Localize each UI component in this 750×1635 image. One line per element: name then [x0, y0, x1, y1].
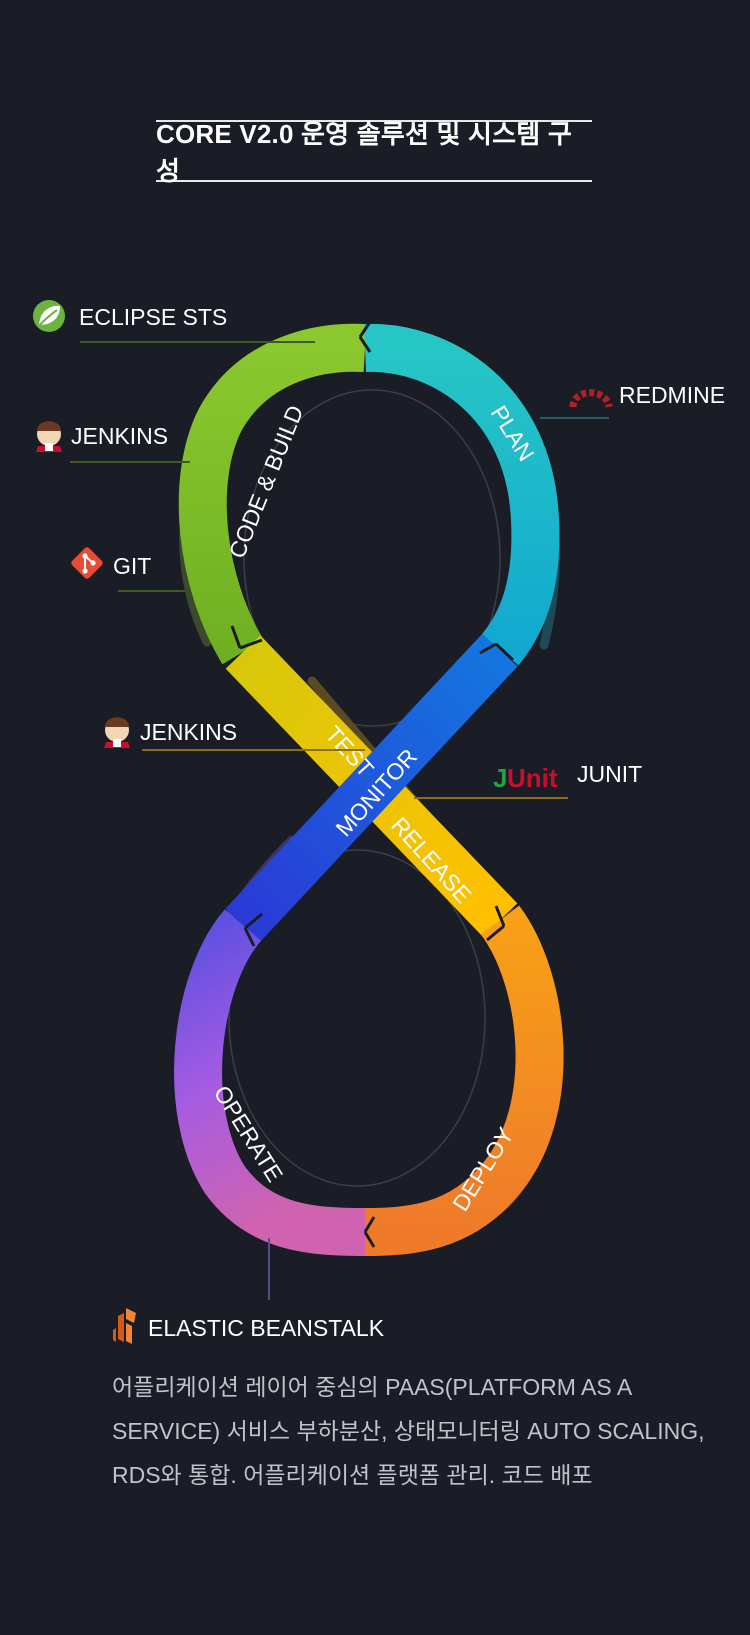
tool-label-jenkins-test: JENKINS — [140, 719, 237, 745]
tool-label-jenkins-top: JENKINS — [71, 423, 168, 449]
joint-plan-monitor — [479, 642, 515, 662]
beanstalk-description: 어플리케이션 레이어 중심의 PAAS(PLATFORM AS A SERVIC… — [112, 1374, 705, 1488]
junit-logo: J Unit — [493, 763, 558, 793]
tool-label-redmine: REDMINE — [619, 382, 725, 408]
joint-release-deploy — [486, 905, 506, 942]
page-title: CORE V2.0 운영 솔루션 및 시스템 구성 — [156, 119, 572, 186]
jenkins-icon — [104, 717, 130, 748]
joint-monitor-operate — [243, 912, 263, 947]
deploy-segment — [364, 905, 564, 1256]
plan-segment — [364, 323, 560, 666]
inner-guide-bottom — [228, 849, 486, 1187]
aws-beanstalk-icon — [113, 1308, 136, 1344]
inner-guide-top — [243, 389, 501, 727]
joint-code-test — [230, 625, 263, 650]
tool-label-git: GIT — [113, 553, 151, 579]
redmine-icon — [569, 389, 613, 408]
operate-segment — [174, 909, 366, 1256]
monitor-segment — [225, 633, 518, 942]
jenkins-icon — [36, 421, 62, 452]
code-build-segment — [178, 323, 367, 665]
svg-text:Unit: Unit — [507, 763, 558, 793]
joint-code-plan — [358, 321, 372, 353]
git-icon — [71, 547, 103, 579]
tool-label-junit: JUNIT — [577, 761, 642, 787]
joint-operate-deploy — [363, 1216, 376, 1248]
tool-label-elastic-beanstalk: ELASTIC BEANSTALK — [148, 1315, 385, 1341]
page-title-frame: CORE V2.0 운영 솔루션 및 시스템 구성 — [156, 119, 592, 186]
tool-label-eclipse-sts: ECLIPSE STS — [79, 304, 227, 330]
svg-text:J: J — [493, 763, 507, 793]
spring-leaf-icon — [33, 300, 65, 332]
